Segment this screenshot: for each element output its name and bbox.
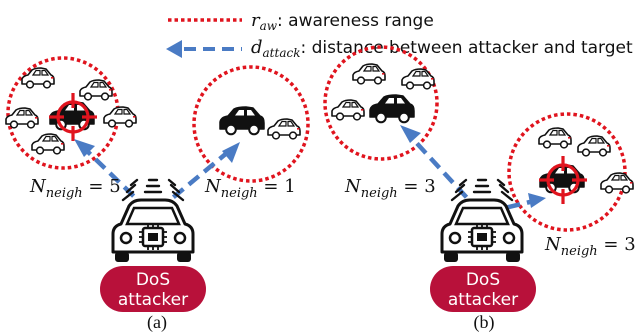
neighbor-car-icon [352,63,386,85]
attack-arrowhead [400,125,421,143]
attacker-label-line2: attacker [118,290,188,310]
neighbor-car-icon [5,107,39,129]
legend: raw: awareness range dattack: distance b… [166,10,633,60]
neighbor-car-icon [600,172,634,194]
awareness-range-circle [507,112,627,232]
neighbor-count-left: Nneigh = 3 [344,176,436,201]
attacker-car-icon [440,178,524,264]
legend-distance-label: dattack: distance between attacker and t… [251,37,633,60]
attacker-label-line1: DoS [136,270,170,290]
attack-arrowhead [222,142,240,163]
neighbor-car-icon [331,99,365,121]
target-car-icon [219,106,265,136]
attack-arrowhead [528,193,546,208]
neighbor-car-icon [267,118,301,140]
legend-range-label: raw: awareness range [251,10,434,33]
neighbor-car-icon [21,67,55,89]
attacker-label-line1: DoS [466,270,500,290]
panel-caption: (b) [474,312,495,333]
attack-arrowhead [74,139,95,157]
attacker-label-pill [430,266,536,312]
neighbor-count-right: Nneigh = 3 [544,234,636,259]
attack-distance-arrow [410,136,482,214]
neighbor-count-right: Nneigh = 1 [204,176,296,201]
attacker-label-line2: attacker [448,290,518,310]
legend-distance-arrowhead [166,40,182,58]
panel-a: Nneigh = 5 Nneigh = 1 DoS attacker (a) [5,56,310,333]
attack-distance-arrow [84,148,150,212]
neighbor-car-icon [538,127,572,149]
attack-distance-arrow [156,150,230,212]
panel-b: Nneigh = 3 Nneigh = 3 DoS attacker (b) [323,45,636,333]
neighbor-car-icon [31,133,65,155]
neighbor-count-left: Nneigh = 5 [29,176,121,201]
neighbor-car-icon [577,135,611,157]
awareness-range-circle [192,65,310,183]
target-car-icon [369,94,415,124]
awareness-range-circle [323,45,439,161]
attacker-label-pill [100,266,206,312]
neighbor-car-icon [103,106,137,128]
panel-caption: (a) [147,312,167,333]
